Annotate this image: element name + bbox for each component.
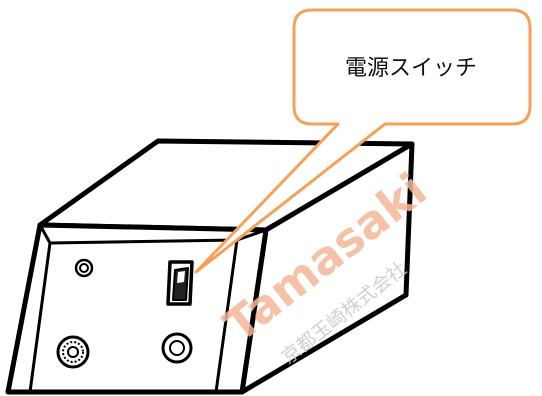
power-switch-highlight <box>177 271 185 283</box>
indicator-lamp-inner <box>79 263 89 273</box>
knob-left-cap <box>67 346 79 358</box>
indicator-lamp <box>74 258 94 278</box>
callout-bubble <box>194 8 532 274</box>
knob-right <box>161 332 193 364</box>
callout: 電源スイッチ <box>194 8 532 274</box>
power-switch <box>166 260 194 306</box>
callout-label: 電源スイッチ <box>345 56 477 81</box>
knob-left <box>56 335 90 369</box>
side-face-edge <box>236 228 267 242</box>
knob-right-cap <box>169 340 185 356</box>
